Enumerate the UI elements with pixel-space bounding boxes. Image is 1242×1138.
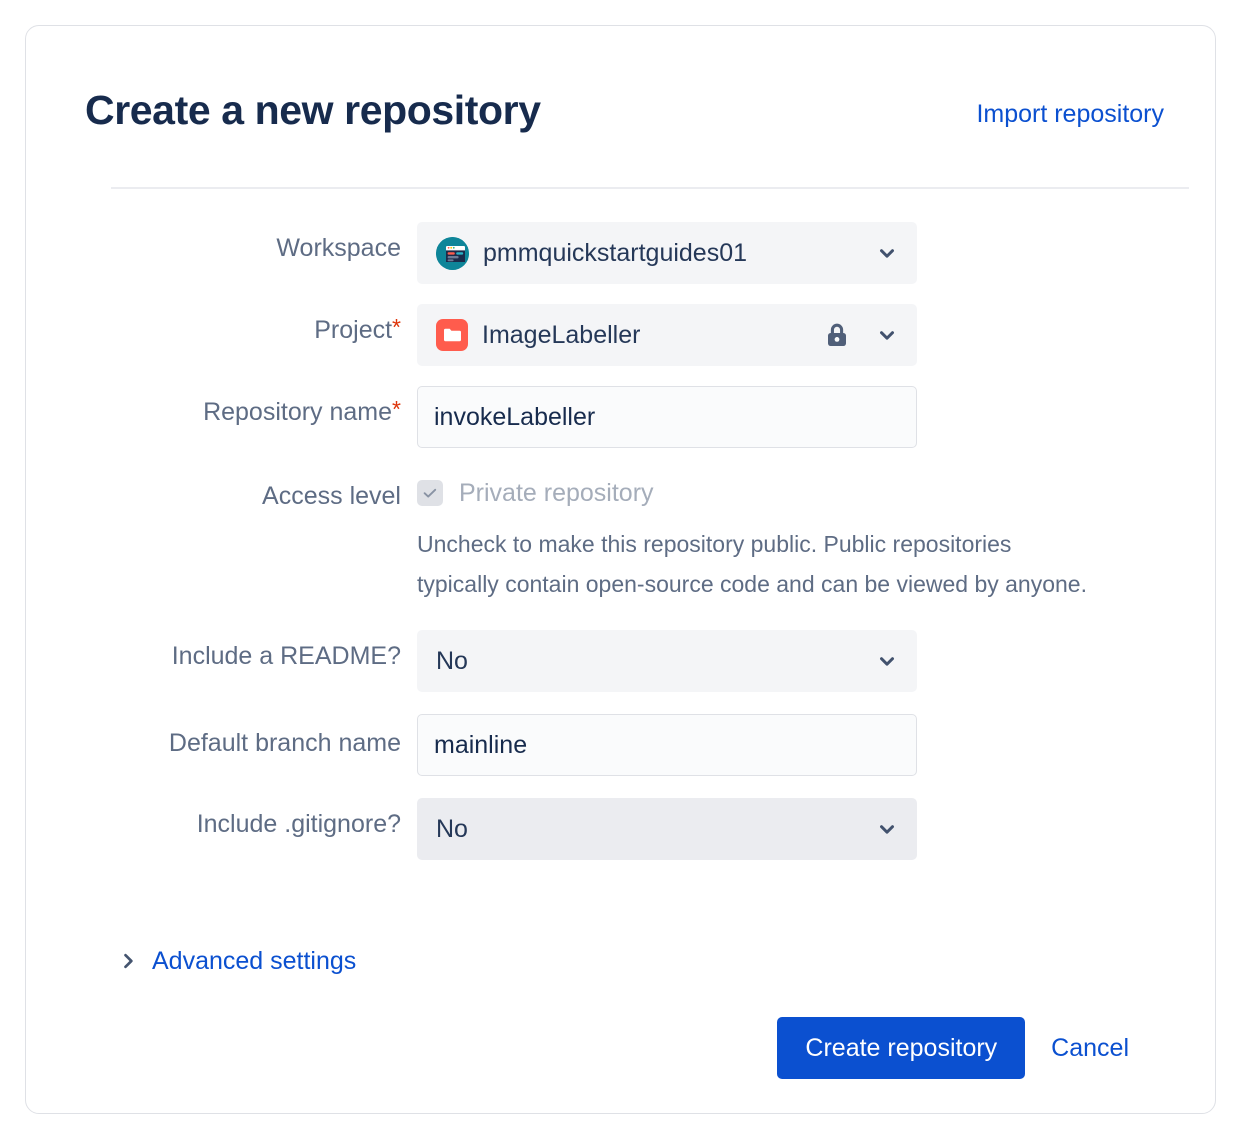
project-select[interactable]: ImageLabeller [417,304,917,366]
form-actions: Create repository Cancel [777,1017,1135,1079]
card-header: Create a new repository Import repositor… [85,86,1164,134]
project-value: ImageLabeller [482,321,641,349]
advanced-settings-toggle[interactable]: Advanced settings [118,946,356,976]
chevron-right-icon [118,951,138,971]
page-title: Create a new repository [85,87,541,133]
repository-name-required-asterisk: * [392,396,401,422]
default-branch-input[interactable] [417,714,917,776]
include-readme-row: Include a README? No [26,630,1217,692]
default-branch-label: Default branch name [168,729,401,757]
repository-name-field [417,386,917,448]
project-label-text: Project [314,316,393,344]
workspace-select[interactable]: pmmquickstartguides01 [417,222,917,284]
advanced-settings-label: Advanced settings [152,947,357,975]
include-gitignore-field: No [417,798,917,860]
private-repository-checkbox[interactable] [417,480,443,506]
chevron-down-icon [876,324,898,346]
chevron-down-icon [876,818,898,840]
repository-name-row: Repository name* [26,386,1217,448]
access-level-field: Private repository Uncheck to make this … [417,470,1157,604]
include-readme-select[interactable]: No [417,630,917,692]
header-divider [111,187,1189,189]
create-repository-button[interactable]: Create repository [777,1017,1026,1079]
project-field: ImageLabeller [417,304,917,366]
chevron-down-icon [876,242,898,264]
cancel-button[interactable]: Cancel [1045,1034,1135,1063]
project-folder-icon [436,319,468,351]
workspace-label: Workspace [276,234,401,262]
include-gitignore-select[interactable]: No [417,798,917,860]
include-gitignore-label: Include .gitignore? [196,810,401,838]
include-readme-label: Include a README? [171,642,401,670]
private-repository-label: Private repository [459,479,654,507]
repository-name-label: Repository name* [26,386,417,428]
repository-name-label-text: Repository name [203,398,393,426]
include-gitignore-row: Include .gitignore? No [26,798,1217,860]
access-level-row: Access level Private repository Uncheck … [26,470,1217,604]
import-repository-link[interactable]: Import repository [976,100,1164,128]
lock-icon [824,321,850,349]
chevron-down-icon [876,650,898,672]
project-row: Project* ImageLabeller [26,304,1217,366]
workspace-value: pmmquickstartguides01 [483,239,748,267]
include-gitignore-value: No [436,815,468,843]
include-readme-field: No [417,630,917,692]
access-level-label: Access level [262,482,401,510]
create-repository-card: Create a new repository Import repositor… [25,25,1216,1114]
workspace-avatar-icon [436,236,469,270]
project-label: Project* [26,304,417,346]
private-repository-checkbox-row[interactable]: Private repository [417,470,1157,508]
workspace-row: Workspace [26,222,1217,284]
include-readme-value: No [436,647,468,675]
access-level-help-text: Uncheck to make this repository public. … [417,531,1087,597]
create-repository-form: Workspace [26,222,1217,860]
repository-name-input[interactable] [417,386,917,448]
project-required-asterisk: * [392,314,401,340]
workspace-field: pmmquickstartguides01 [417,222,917,284]
default-branch-field [417,714,917,776]
default-branch-row: Default branch name [26,714,1217,776]
